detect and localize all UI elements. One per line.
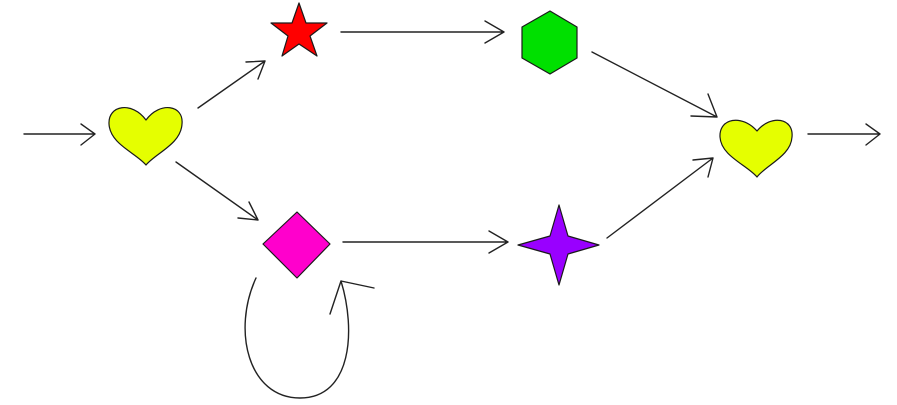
edge-green-hexagon-to-end-heart [591, 51, 718, 118]
green-hexagon-node [521, 10, 578, 75]
red-star-node [270, 2, 328, 57]
edge-start-heart-to-red-star [197, 60, 266, 109]
edge-start-heart-to-magenta-diamond [175, 161, 259, 221]
edges [23, 20, 881, 399]
magenta-diamond-node [262, 211, 331, 279]
edge-magenta-diamond-to-purple-star [342, 230, 509, 254]
start-heart-node [108, 106, 183, 166]
nodes [108, 2, 793, 286]
edge-end-heart-to-exit [807, 123, 881, 146]
end-heart-node [719, 119, 793, 178]
purple-star-node [517, 204, 600, 286]
edge-magenta-diamond-self-loop [244, 277, 375, 399]
edge-entry-to-start-heart [23, 123, 96, 146]
edge-purple-star-to-end-heart [606, 157, 714, 239]
edge-red-star-to-green-hexagon [340, 20, 505, 44]
